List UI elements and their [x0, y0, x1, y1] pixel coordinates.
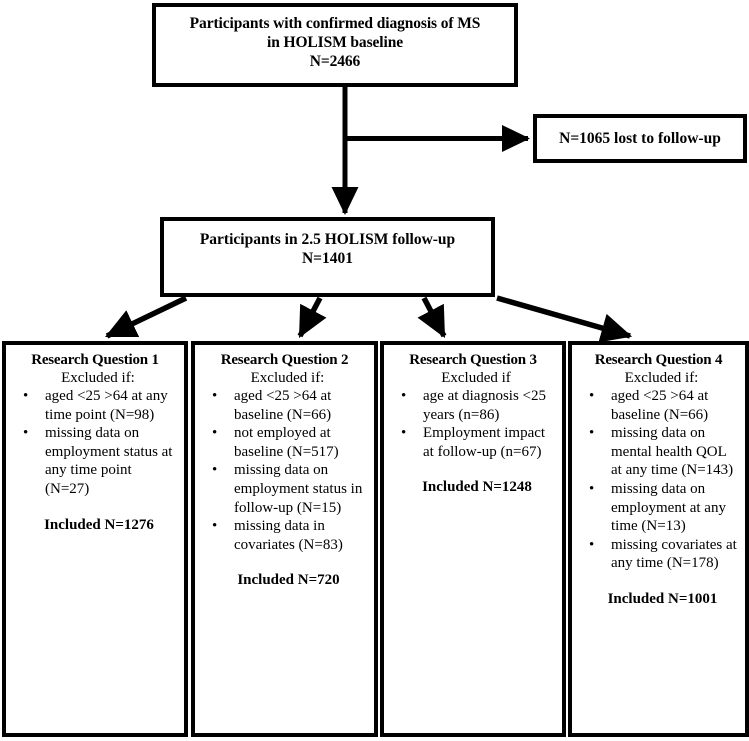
exclusion-item: • missing data on employment status at an…: [13, 424, 177, 498]
exclusion-text: aged <25 >64 at baseline (N=66): [611, 388, 709, 423]
exclusion-text: missing data on employment at any time (…: [611, 480, 726, 535]
bullet-icon: •: [401, 425, 407, 442]
exclusion-text: missing data in covariates (N=83): [234, 518, 343, 553]
exclusion-item: • missing data on mental health QOL at an…: [579, 424, 738, 480]
connector-followup-to-rq1: [105, 295, 188, 339]
bullet-icon: •: [401, 388, 407, 404]
bullet-icon: •: [212, 388, 218, 404]
bullet-icon: •: [589, 388, 595, 404]
lost-line-1: N=1065 lost to follow-up: [559, 130, 721, 147]
exclusion-item: • aged <25 >64 at baseline (N=66): [579, 387, 738, 424]
rq4-exclusion-list: • aged <25 >64 at baseline (N=66) • missing…: [579, 387, 738, 573]
rq1-subtitle: Excluded if:: [61, 370, 135, 386]
rq3-title: Research Question 3: [409, 352, 537, 368]
bullet-icon: •: [589, 425, 595, 442]
bullet-icon: •: [212, 462, 218, 479]
exclusion-text: age at diagnosis <25 years (n=86): [423, 388, 547, 423]
rq2-included: Included N=720: [237, 572, 340, 589]
rq4-included: Included N=1001: [607, 590, 718, 607]
exclusion-text: missing data on employment status at any…: [45, 425, 173, 497]
exclusion-text: aged <25 >64 at baseline (N=66): [234, 388, 332, 423]
exclusion-item: • missing covariates at any time (N=178): [579, 536, 738, 573]
exclusion-text: missing data on mental health QOL at any…: [611, 425, 734, 479]
exclusion-item: • Employment impact at follow-up (n=67): [391, 424, 555, 461]
box-research-question-2: Research Question 2 Excluded if: • aged <…: [191, 341, 378, 737]
rq1-title: Research Question 1: [31, 352, 159, 368]
exclusion-item: • missing data in covariates (N=83): [202, 517, 367, 554]
bullet-icon: •: [23, 388, 29, 404]
rq1-exclusion-list: • aged <25 >64 at any time point (N=98) • m…: [13, 387, 177, 499]
rq3-subtitle: Excluded if: [441, 370, 511, 386]
bullet-icon: •: [589, 536, 595, 553]
bullet-icon: •: [212, 425, 218, 442]
box-research-question-1: Research Question 1 Excluded if: • aged <…: [2, 341, 188, 737]
exclusion-item: • missing data on employment at any time …: [579, 480, 738, 536]
rq3-included: Included N=1248: [422, 479, 532, 496]
box-research-question-4: Research Question 4 Excluded if: • aged <…: [568, 341, 749, 737]
exclusion-item: • not employed at baseline (N=517): [202, 424, 367, 461]
exclusion-item: • aged <25 >64 at any time point (N=98): [13, 387, 177, 424]
box-research-question-3: Research Question 3 Excluded if • age at …: [380, 341, 566, 737]
exclusion-item: • aged <25 >64 at baseline (N=66): [202, 387, 367, 424]
baseline-line-3: N=2466: [309, 53, 361, 70]
rq3-exclusion-list: • age at diagnosis <25 years (n=86) • Emplo…: [391, 387, 555, 461]
rq2-exclusion-list: • aged <25 >64 at baseline (N=66) • not emp…: [202, 387, 367, 554]
exclusion-text: missing covariates at any time (N=178): [611, 536, 737, 572]
exclusion-text: missing data on employment status in fol…: [234, 462, 363, 516]
exclusion-text: Employment impact at follow-up (n=67): [423, 425, 546, 460]
exclusion-item: • age at diagnosis <25 years (n=86): [391, 387, 555, 424]
exclusion-text: aged <25 >64 at any time point (N=98): [45, 388, 168, 423]
rq2-subtitle: Excluded if:: [250, 370, 325, 386]
bullet-icon: •: [589, 480, 595, 497]
rq2-title: Research Question 2: [220, 352, 349, 368]
box-followup-participants: Participants in 2.5 HOLISM follow-up N=1…: [160, 217, 495, 297]
baseline-line-2: in HOLISM baseline: [266, 34, 403, 51]
rq4-title: Research Question 4: [594, 352, 723, 368]
box-lost-to-followup: N=1065 lost to follow-up: [533, 114, 747, 163]
exclusion-text: not employed at baseline (N=517): [234, 425, 339, 460]
connector-followup-to-rq4: [496, 295, 633, 343]
connector-followup-to-rq3: [417, 296, 447, 338]
followup-line-1: Participants in 2.5 HOLISM follow-up: [199, 231, 456, 248]
rq4-subtitle: Excluded if:: [624, 370, 699, 386]
baseline-line-1: Participants with confirmed diagnosis of…: [189, 15, 481, 32]
box-baseline-participants: Participants with confirmed diagnosis of…: [152, 3, 518, 87]
rq1-included: Included N=1276: [44, 516, 154, 533]
followup-line-2: N=1401: [301, 250, 354, 267]
bullet-icon: •: [23, 425, 29, 442]
exclusion-item: • missing data on employment status in fo…: [202, 461, 367, 517]
connector-followup-to-rq2: [297, 296, 327, 338]
bullet-icon: •: [212, 518, 218, 535]
